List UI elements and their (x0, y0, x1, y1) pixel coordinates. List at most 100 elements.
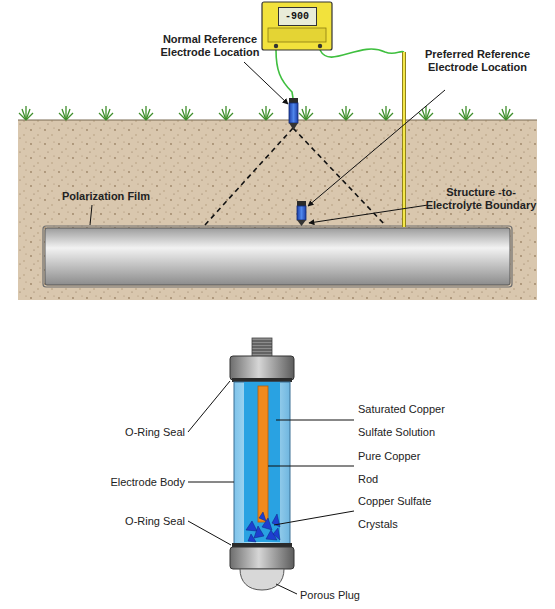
leader-line (276, 584, 297, 594)
meter-reading: -900 (285, 11, 309, 22)
grass-part (26, 113, 33, 120)
cse-electrode-part (258, 386, 268, 522)
callout-label: Electrode Body (95, 476, 185, 489)
cse-electrode-part (244, 382, 280, 542)
soil-part (18, 120, 537, 121)
voltmeter-part (274, 44, 278, 48)
leader-line (90, 205, 92, 225)
screw-thread-part (252, 341, 272, 342)
cse-electrode (230, 338, 294, 590)
ir-drop-lines-part (293, 128, 385, 225)
grass-part (466, 113, 473, 120)
label-text: O-Ring Seal (110, 515, 185, 528)
leader-line (188, 482, 234, 483)
normal-electrode-part (289, 103, 298, 123)
leader-line (244, 62, 288, 104)
preferred-electrode-part (297, 220, 306, 226)
crystals (246, 512, 280, 542)
test-leads-part (403, 52, 405, 227)
leader-lines (90, 62, 445, 594)
leader-line (268, 466, 354, 467)
test-leads-part (320, 49, 404, 57)
screw-thread-part (252, 350, 272, 351)
leader-line (276, 420, 354, 421)
cse-electrode-part (230, 547, 294, 569)
callout-label: Preferred Reference Electrode Location (420, 48, 535, 74)
voltmeter (262, 2, 332, 50)
meter-display: -900 (278, 7, 317, 26)
label-text: O-Ring Seal (110, 426, 185, 439)
normal-electrode-part (289, 123, 298, 130)
leader-line (188, 521, 231, 545)
grass-part (426, 113, 433, 120)
grass-part (266, 113, 273, 120)
callout-label: Normal Reference Electrode Location (150, 33, 270, 59)
screw-thread (252, 341, 272, 353)
grass-part (66, 113, 73, 120)
crystals-part (254, 526, 264, 538)
cse-electrode-part (230, 356, 294, 380)
grass-part (226, 113, 233, 120)
grass-part (346, 113, 353, 120)
callout-label: O-Ring Seal (110, 426, 185, 439)
normal-electrode (289, 98, 298, 130)
callout-label: O-Ring Seal (110, 515, 185, 528)
crystals-part (259, 512, 266, 521)
callout-label: Porous Plug (300, 589, 360, 602)
test-leads (276, 49, 404, 227)
crystals-part (246, 521, 257, 531)
label-text: Pure Copper Rod (358, 445, 428, 491)
cse-electrode-part (232, 543, 292, 547)
ir-drop-lines-part (205, 128, 293, 225)
pipe (43, 226, 512, 287)
soil-part (18, 120, 537, 300)
leader-line (308, 90, 445, 206)
screw-thread-part (252, 344, 272, 345)
preferred-electrode-part (297, 206, 306, 220)
grass-part (386, 113, 393, 120)
label-text: Porous Plug (300, 589, 360, 602)
callout-label: Pure Copper Rod (358, 445, 428, 491)
label-text: Saturated Copper Sulfate Solution (358, 398, 458, 444)
pipe-part (43, 226, 512, 287)
callout-label: Copper Sulfate Crystals (358, 490, 443, 536)
callout-label: Saturated Copper Sulfate Solution (358, 398, 458, 444)
preferred-electrode (297, 201, 306, 226)
grass-part (106, 113, 113, 120)
leader-line (188, 381, 230, 432)
preferred-electrode-part (297, 201, 306, 206)
normal-electrode-part (289, 98, 298, 103)
cse-electrode-part (232, 378, 292, 382)
cse-electrode-part (240, 569, 284, 590)
ir-drop-lines (205, 128, 385, 225)
label-text: Normal Reference Electrode Location (150, 33, 270, 59)
leader-line (309, 205, 428, 223)
screw-thread-part (252, 353, 272, 354)
test-leads-part (402, 52, 406, 227)
cse-electrode-part (252, 338, 272, 358)
label-text: Electrode Body (95, 476, 185, 489)
callout-label: Structure -to- Electrolyte Boundary (424, 186, 538, 212)
soil (18, 120, 537, 300)
grass-part (306, 113, 313, 120)
voltmeter-part (318, 44, 322, 48)
label-text: Preferred Reference Electrode Location (420, 48, 535, 74)
grass-part (506, 113, 513, 120)
voltmeter-part (268, 28, 326, 42)
label-text: Copper Sulfate Crystals (358, 490, 443, 536)
callout-label: Polarization Film (62, 190, 150, 203)
voltmeter-part (262, 2, 332, 50)
label-text: Polarization Film (62, 190, 150, 203)
test-leads-part (276, 50, 293, 98)
screw-thread-part (252, 347, 272, 348)
crystals-part (248, 534, 256, 542)
grass-part (146, 113, 153, 120)
leader-line (274, 511, 354, 525)
grass-part (186, 113, 193, 120)
crystals-part (273, 528, 280, 540)
pipe-part (45, 228, 510, 285)
